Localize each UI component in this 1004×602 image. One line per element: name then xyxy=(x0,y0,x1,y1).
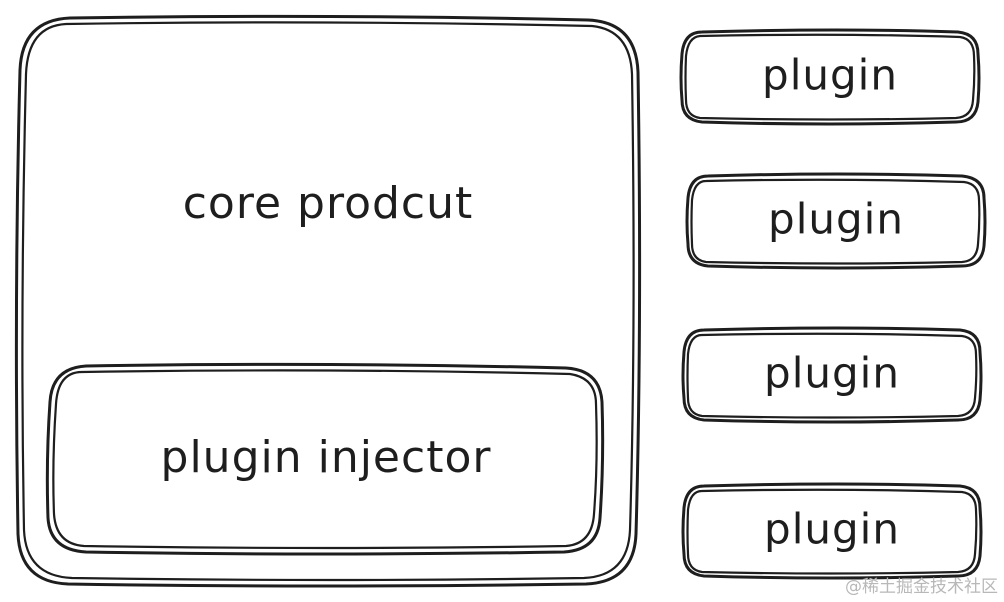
plugin-box: plugin xyxy=(681,482,983,580)
plugin-label: plugin xyxy=(764,505,900,554)
core-product-box: core prodcut xyxy=(14,14,642,588)
plugin-label: plugin xyxy=(768,195,904,244)
plugin-injector-label: plugin injector xyxy=(161,432,492,483)
plugin-label: plugin xyxy=(764,349,900,398)
plugin-box: plugin xyxy=(679,28,981,126)
plugin-box: plugin xyxy=(685,172,987,270)
plugin-injector-box: plugin injector xyxy=(45,362,605,556)
plugin-label: plugin xyxy=(762,51,898,100)
watermark-text: @稀土掘金技术社区 xyxy=(845,577,998,597)
plugin-box: plugin xyxy=(681,326,983,424)
core-product-label: core prodcut xyxy=(183,178,474,229)
